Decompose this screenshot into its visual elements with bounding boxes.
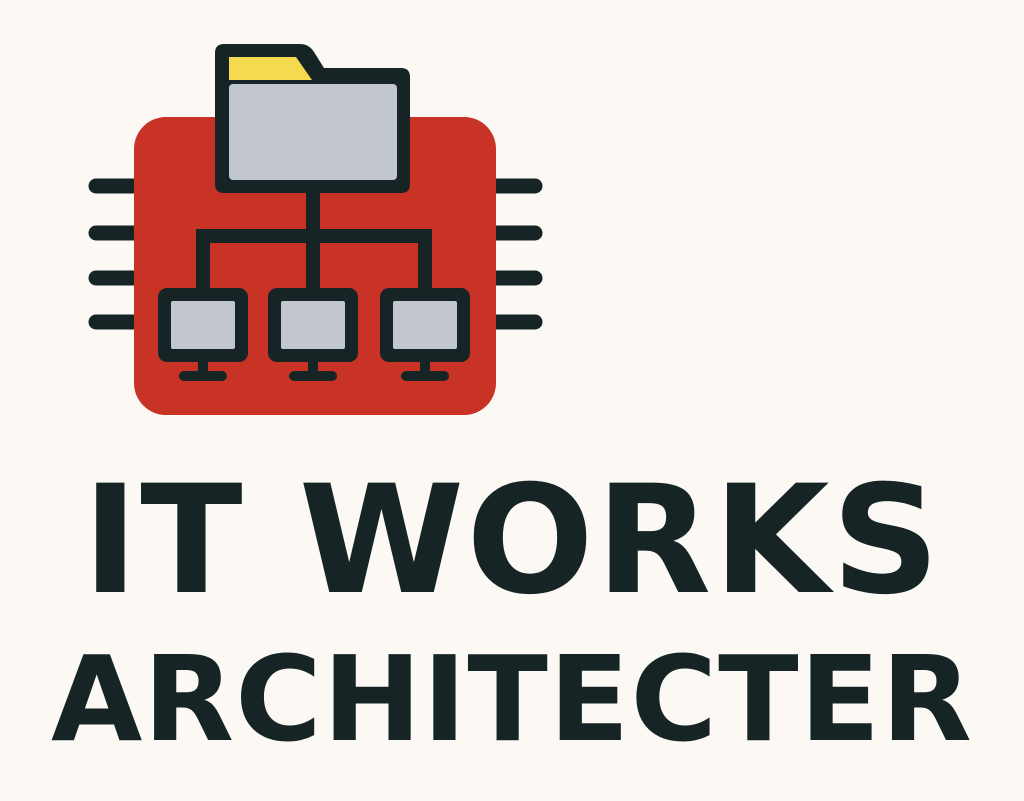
monitor-icon — [158, 288, 248, 381]
network-tree-icon — [196, 183, 432, 299]
brand-name-line-1: IT WORKS — [82, 454, 942, 628]
folder-icon — [215, 44, 410, 193]
network-folder-logo-icon — [88, 44, 543, 415]
brand-name-line-2: ARCHITECTER — [50, 630, 974, 768]
monitor-icon — [268, 288, 358, 381]
monitor-icon — [380, 288, 470, 381]
